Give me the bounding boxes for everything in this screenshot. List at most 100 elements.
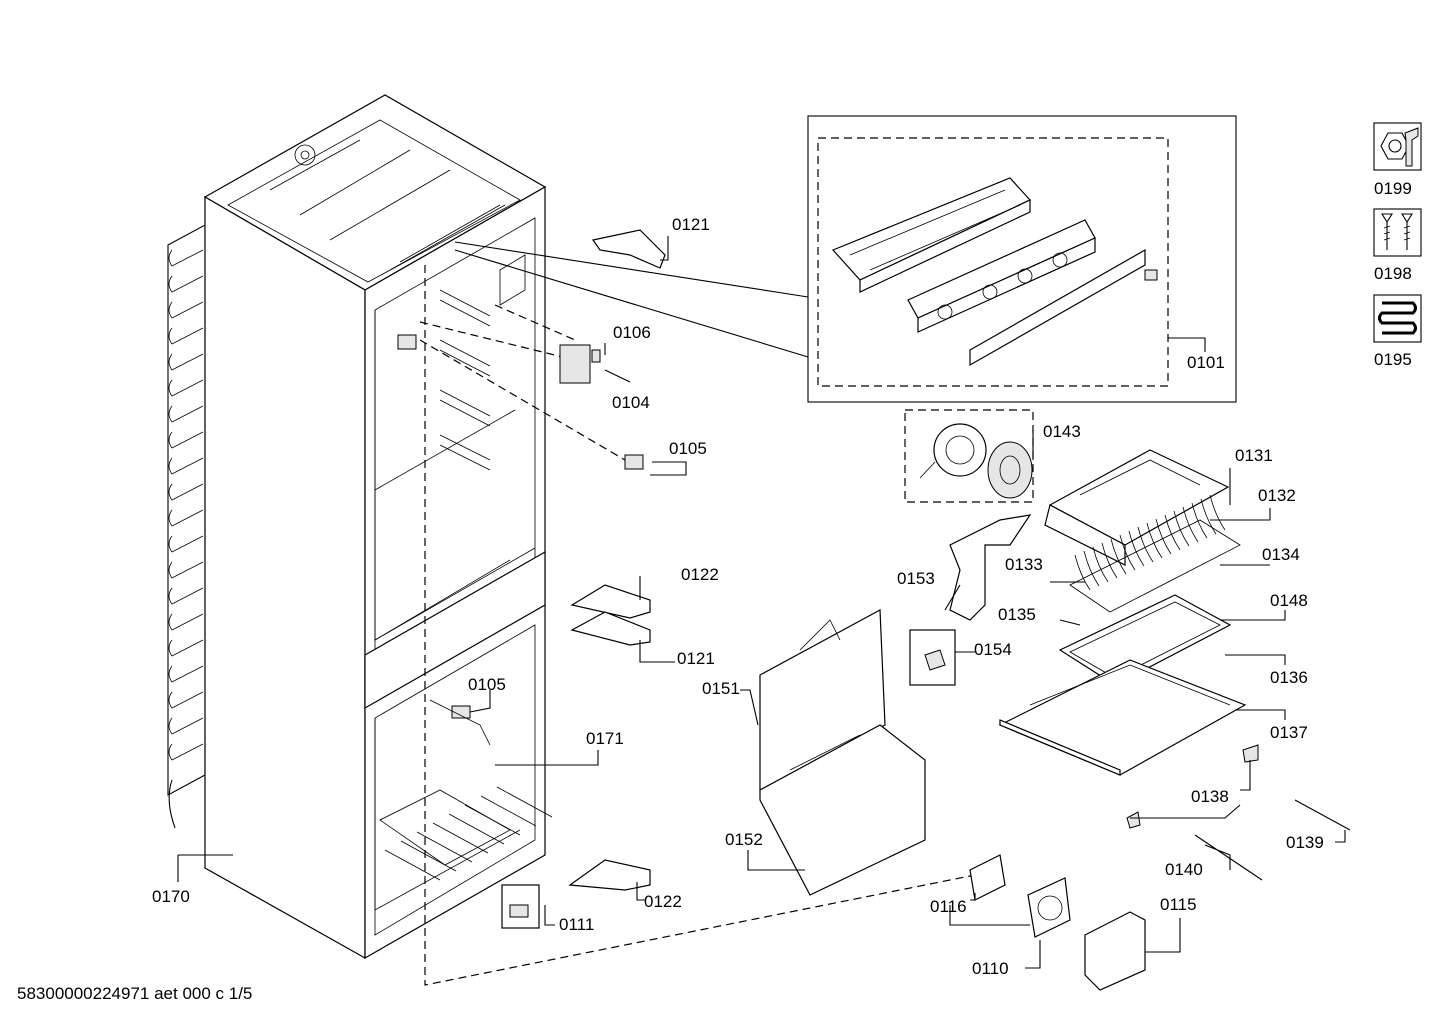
evaporator-fin xyxy=(1110,538,1127,575)
coil-loop xyxy=(168,405,204,423)
callout-leaders xyxy=(177,236,1346,969)
icon-label-0199: 0199 xyxy=(1374,179,1412,198)
freezer-rack-bar xyxy=(432,822,489,854)
callout-0143: 0143 xyxy=(1043,422,1081,441)
coil-loop xyxy=(168,379,204,397)
part-0105-switch xyxy=(624,454,644,470)
coil-loop xyxy=(168,249,204,267)
coil-loop xyxy=(168,587,204,605)
evaporator-assembly xyxy=(949,449,1247,776)
callout-0133: 0133 xyxy=(1005,555,1043,574)
freezer-rack-bar xyxy=(384,849,441,881)
evaporator-fin xyxy=(1083,550,1100,587)
part-0138-screw xyxy=(1126,811,1141,829)
icon-label-0198: 0198 xyxy=(1374,264,1412,283)
part-0116-fan xyxy=(969,854,1006,901)
coil-heater-icon xyxy=(1373,294,1422,343)
condenser-coil xyxy=(167,224,206,829)
coil-loop xyxy=(168,613,204,631)
callout-0138: 0138 xyxy=(1191,787,1229,806)
callout-0148: 0148 xyxy=(1270,591,1308,610)
callout-0104: 0104 xyxy=(612,393,650,412)
freezer-rack-bar xyxy=(416,831,473,863)
freezer-rack-bar xyxy=(496,786,553,818)
part-0154-plug xyxy=(924,649,946,671)
callout-0122-bottom: 0122 xyxy=(644,892,682,911)
callout-0132: 0132 xyxy=(1258,486,1296,505)
coil-loop xyxy=(168,535,204,553)
part-0139-sensor xyxy=(1294,799,1351,831)
freezer-rack-bar xyxy=(480,795,537,827)
coil-loop xyxy=(168,509,204,527)
freezer-rack-bar xyxy=(448,813,505,845)
part-0110-fan-frame xyxy=(1027,877,1071,938)
leader-dashed-0105 xyxy=(419,339,626,461)
evaporator-fin xyxy=(1209,494,1226,531)
coil-loop xyxy=(168,275,204,293)
coil-loop xyxy=(168,327,204,345)
evaporator-fin xyxy=(1137,526,1154,563)
callout-0121-top: 0121 xyxy=(672,215,710,234)
air-duct-panel xyxy=(759,609,926,896)
evaporator-fin xyxy=(1092,546,1109,583)
evaporator-fin xyxy=(1101,542,1118,579)
evaporator-fin xyxy=(1155,518,1172,555)
callout-0101: 0101 xyxy=(1187,353,1225,372)
callout-0140: 0140 xyxy=(1165,860,1203,879)
evaporator-fin xyxy=(1146,522,1163,559)
callout-0106: 0106 xyxy=(613,323,651,342)
callout-0151: 0151 xyxy=(702,679,740,698)
coil-loop xyxy=(168,691,204,709)
callout-0171: 0171 xyxy=(586,729,624,748)
callout-0137: 0137 xyxy=(1270,723,1308,742)
callout-0139: 0139 xyxy=(1286,833,1324,852)
callout-0135: 0135 xyxy=(998,605,1036,624)
coil-loop xyxy=(168,561,204,579)
part-0138-cap xyxy=(1242,744,1259,763)
freezer-rack-bar xyxy=(464,804,521,836)
leader-dashed-0104 xyxy=(419,321,576,361)
evaporator-fin xyxy=(1119,534,1136,571)
callout-0152: 0152 xyxy=(725,830,763,849)
document-id: 58300000224971 aet 000 c 1/5 xyxy=(17,984,252,1003)
part-0104-clip xyxy=(591,349,601,363)
leader-dashed-main xyxy=(424,265,976,986)
callout-0134: 0134 xyxy=(1262,545,1300,564)
evaporator-fin xyxy=(1128,530,1145,567)
coil-loop xyxy=(168,483,204,501)
callout-0170: 0170 xyxy=(152,887,190,906)
part-0106-plate xyxy=(559,344,591,384)
part-0140-sensor xyxy=(1194,834,1263,881)
evaporator-fin xyxy=(1074,554,1091,591)
callout-0111: 0111 xyxy=(559,915,594,934)
leader-dashed-0106 xyxy=(494,304,576,341)
callout-0122-middle: 0122 xyxy=(681,565,719,584)
coil-loop xyxy=(168,717,204,735)
callout-0105-top: 0105 xyxy=(669,439,707,458)
callout-0110: 0110 xyxy=(972,959,1009,978)
hinge-middle xyxy=(570,584,651,646)
freezer-rack-bar xyxy=(400,840,457,872)
hinge-bottom xyxy=(568,859,651,891)
callout-0153: 0153 xyxy=(897,569,935,588)
evaporator-fin xyxy=(1164,514,1181,551)
fan-duct-group xyxy=(904,409,1034,503)
part-0111-clip xyxy=(509,904,529,918)
coil-loop xyxy=(168,639,204,657)
screws-icon xyxy=(1373,208,1422,257)
evaporator-fin xyxy=(1200,498,1217,535)
coil-loop xyxy=(168,665,204,683)
callout-0115: 0115 xyxy=(1160,895,1197,914)
fridge-cabinet xyxy=(203,94,553,960)
part-0115-housing xyxy=(1084,911,1146,991)
nut-wrench-icon xyxy=(1373,122,1422,171)
evaporator-fin xyxy=(1191,502,1208,539)
callout-0154: 0154 xyxy=(974,640,1012,659)
callout-0121-middle: 0121 xyxy=(677,649,715,668)
part-0110-fan-hub xyxy=(1037,895,1063,921)
coil-loop xyxy=(168,743,204,761)
coil-loop xyxy=(168,457,204,475)
callout-0105-lower: 0105 xyxy=(468,675,506,694)
control-module-zoom xyxy=(454,115,1237,403)
